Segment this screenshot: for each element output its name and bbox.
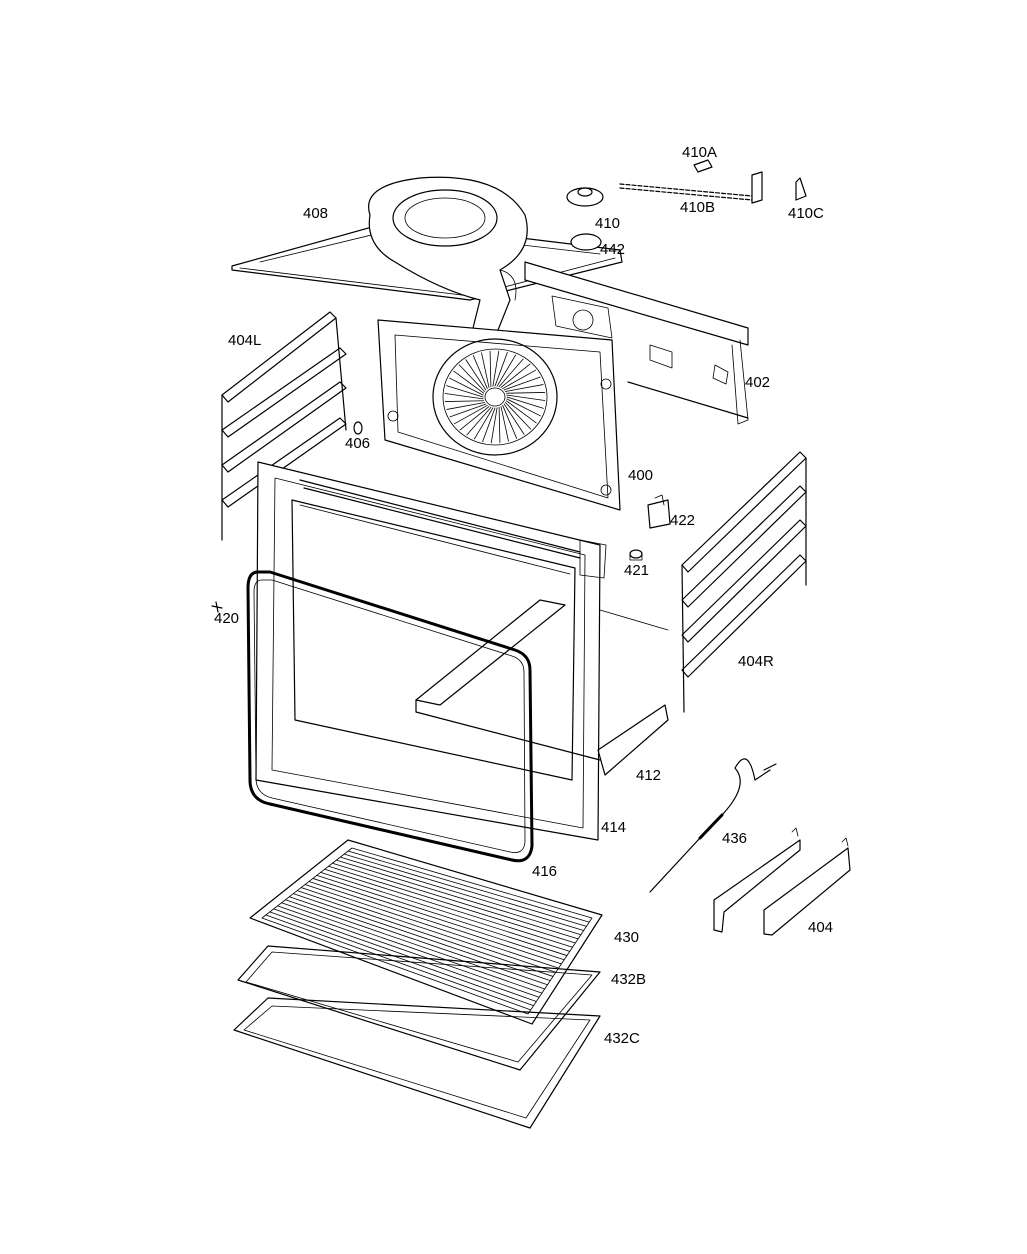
label-406: 406 — [345, 435, 370, 452]
label-404R: 404R — [738, 653, 774, 670]
part-412-rail-assembly — [415, 599, 669, 776]
label-432C: 432C — [604, 1030, 640, 1047]
part-436-probe — [649, 758, 777, 893]
label-408: 408 — [303, 205, 328, 222]
label-416: 416 — [532, 863, 557, 880]
part-414-front-frame — [255, 461, 607, 841]
label-436: 436 — [722, 830, 747, 847]
part-421-fastener — [629, 549, 643, 561]
part-408-top-cover — [231, 176, 623, 351]
label-404: 404 — [808, 919, 833, 936]
label-410C: 410C — [788, 205, 824, 222]
part-402-rear-rail — [524, 261, 749, 425]
part-416-door-gasket — [246, 570, 534, 863]
part-400-back-panel — [377, 295, 621, 511]
label-410: 410 — [595, 215, 620, 232]
part-404-slide-rails — [713, 827, 851, 936]
label-421: 421 — [624, 562, 649, 579]
label-442: 442 — [600, 241, 625, 258]
label-420: 420 — [214, 610, 239, 627]
label-404L: 404L — [228, 332, 261, 349]
label-422: 422 — [670, 512, 695, 529]
label-400: 400 — [628, 467, 653, 484]
part-410C-bracket — [795, 177, 807, 201]
label-412: 412 — [636, 767, 661, 784]
label-430: 430 — [614, 929, 639, 946]
label-410B: 410B — [680, 199, 715, 216]
label-432B: 432B — [611, 971, 646, 988]
part-422-lamp-holder — [647, 494, 671, 529]
part-442-disc — [570, 233, 602, 251]
part-410-thermostat — [566, 187, 604, 207]
part-404R-right-rack-support — [681, 451, 807, 713]
part-406-fastener — [353, 421, 363, 435]
part-430-oven-rack — [249, 839, 603, 1025]
label-414: 414 — [601, 819, 626, 836]
label-402: 402 — [745, 374, 770, 391]
part-404L-left-rack-support — [221, 311, 347, 541]
part-432C-drip-pan — [233, 997, 601, 1129]
part-410B-capillary — [619, 171, 763, 204]
part-410A-clip — [693, 159, 713, 173]
part-420-screw — [211, 601, 223, 613]
label-410A: 410A — [682, 144, 717, 161]
part-432B-broil-pan — [237, 945, 601, 1071]
